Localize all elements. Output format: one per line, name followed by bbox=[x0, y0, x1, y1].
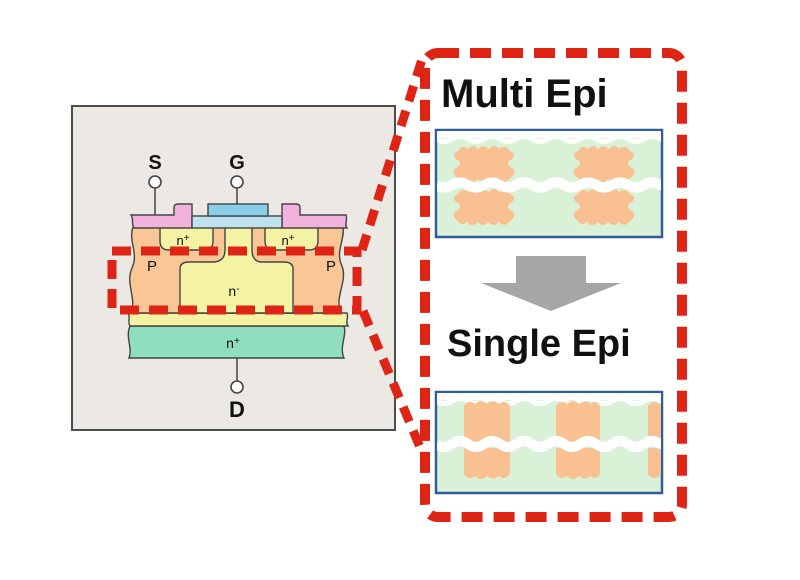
single-epi-pillar-bottom-3 bbox=[648, 448, 661, 479]
n-drift-center-region bbox=[179, 226, 294, 314]
n-plus-substrate-label: n+ bbox=[226, 335, 240, 351]
down-arrow-icon bbox=[481, 256, 621, 311]
source-metal-left bbox=[129, 203, 193, 229]
p-body-right-label: P bbox=[326, 258, 336, 275]
multi-epi-top-wavy-edge bbox=[437, 134, 661, 144]
single-epi-box-content bbox=[437, 393, 661, 479]
single-epi-pillar-top-3 bbox=[648, 401, 661, 444]
drain-terminal-icon bbox=[230, 380, 244, 394]
source-metal-right bbox=[281, 203, 349, 229]
single-epi-pillar-top-2 bbox=[556, 401, 600, 444]
multi-epi-blob-bottom-left bbox=[453, 189, 515, 225]
multi-epi-blob-top-left bbox=[453, 146, 515, 182]
n-plus-well-right bbox=[264, 226, 319, 251]
single-epi-pillar-top-1 bbox=[464, 401, 510, 444]
n-drift-label: n- bbox=[228, 283, 239, 299]
multi-epi-blob-bottom-right bbox=[573, 189, 635, 225]
gate-terminal-icon bbox=[230, 175, 244, 189]
single-epi-title: Single Epi bbox=[447, 323, 631, 365]
single-epi-pillar-bottom-2 bbox=[556, 448, 600, 479]
source-label: S bbox=[148, 152, 161, 174]
n-drift-strip-region bbox=[126, 312, 350, 327]
single-epi-box bbox=[434, 390, 664, 495]
device-panel: S G D P P n+ n+ n- n+ bbox=[71, 105, 396, 431]
multi-epi-interface-wavy-band bbox=[437, 177, 661, 193]
gate-electrode bbox=[207, 203, 269, 217]
n-plus-well-right-label: n+ bbox=[281, 233, 294, 248]
multi-epi-box-content bbox=[437, 131, 661, 225]
multi-epi-title: Multi Epi bbox=[441, 72, 608, 116]
highlight-region-dashed-box bbox=[107, 246, 362, 315]
multi-epi-top-white-strip bbox=[437, 131, 661, 138]
callout-dashed-border bbox=[420, 48, 687, 522]
multi-epi-box bbox=[434, 128, 664, 239]
gate-label: G bbox=[229, 152, 245, 174]
multi-epi-blob-top-right bbox=[573, 146, 635, 182]
single-epi-interface-wavy-band bbox=[437, 436, 661, 452]
p-body-left-label: P bbox=[147, 258, 157, 275]
source-terminal-icon bbox=[148, 175, 162, 189]
single-epi-pillar-bottom-1 bbox=[464, 448, 510, 479]
single-epi-top-white-strip bbox=[437, 393, 661, 400]
drain-label: D bbox=[229, 397, 245, 422]
n-plus-well-left-label: n+ bbox=[176, 233, 189, 248]
n-plus-substrate-region bbox=[127, 325, 346, 359]
gate-oxide bbox=[191, 215, 283, 229]
zoom-connector-top-line bbox=[357, 51, 429, 252]
callout-panel: Multi Epi Single Epi bbox=[420, 48, 687, 522]
